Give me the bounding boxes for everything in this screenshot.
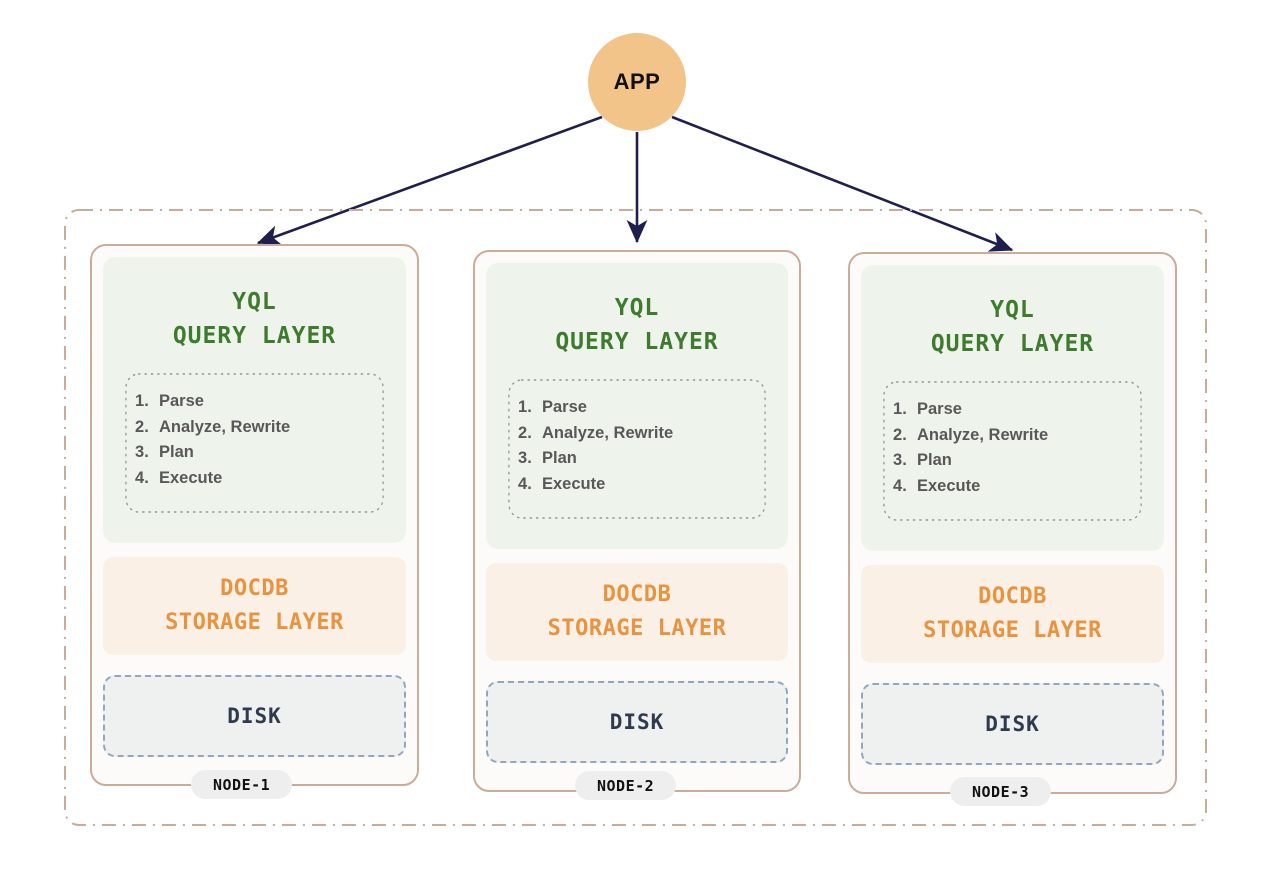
yql-title-line1-3: YQL bbox=[990, 297, 1035, 323]
node-card-2[interactable]: YQL QUERY LAYER Parse Analyze, Rewrite P… bbox=[473, 250, 801, 792]
yql-step-item: Plan bbox=[135, 440, 194, 465]
yql-steps-list-2: Parse Analyze, Rewrite Plan Execute bbox=[508, 379, 766, 497]
node-pill-3: NODE-3 bbox=[950, 777, 1052, 806]
yql-step-item: Execute bbox=[518, 472, 606, 497]
node-pill-1: NODE-1 bbox=[191, 770, 293, 799]
disk-label-1: DISK bbox=[227, 704, 282, 728]
docdb-title-line1-2: DOCDB bbox=[602, 582, 672, 607]
yql-title-line2-2: QUERY LAYER bbox=[555, 329, 719, 355]
yql-step-item: Execute bbox=[135, 466, 223, 491]
disk-panel-2[interactable]: DISK bbox=[486, 681, 788, 763]
docdb-title-line1-1: DOCDB bbox=[220, 576, 289, 601]
yql-title-line2-1: QUERY LAYER bbox=[172, 323, 337, 349]
node-card-1[interactable]: YQL QUERY LAYER Parse Analyze, Rewrite P… bbox=[90, 244, 419, 786]
docdb-title-3: DOCDB STORAGE LAYER bbox=[923, 580, 1102, 648]
docdb-title-line1-3: DOCDB bbox=[978, 584, 1047, 609]
node-2-contents: YQL QUERY LAYER Parse Analyze, Rewrite P… bbox=[486, 263, 788, 779]
yql-step-item: Parse bbox=[893, 397, 962, 422]
node-pill-2: NODE-2 bbox=[575, 771, 677, 800]
steps-box-border-1 bbox=[125, 373, 384, 513]
steps-box-border-3 bbox=[883, 381, 1142, 521]
docdb-title-1: DOCDB STORAGE LAYER bbox=[165, 572, 344, 640]
yql-step-item: Analyze, Rewrite bbox=[893, 423, 1049, 448]
docdb-title-line2-2: STORAGE LAYER bbox=[547, 616, 727, 641]
docdb-title-line2-1: STORAGE LAYER bbox=[165, 610, 344, 635]
node-card-3[interactable]: YQL QUERY LAYER Parse Analyze, Rewrite P… bbox=[848, 252, 1177, 794]
disk-label-3: DISK bbox=[985, 712, 1040, 736]
yql-step-item: Parse bbox=[518, 395, 587, 420]
disk-panel-1[interactable]: DISK bbox=[103, 675, 406, 757]
docdb-title-2: DOCDB STORAGE LAYER bbox=[548, 578, 727, 646]
docdb-storage-layer-panel-3[interactable]: DOCDB STORAGE LAYER bbox=[861, 565, 1164, 663]
yql-step-item: Plan bbox=[518, 446, 577, 471]
yql-step-item: Parse bbox=[135, 389, 204, 414]
yql-title-line1-1: YQL bbox=[232, 289, 277, 315]
cluster-boundary bbox=[64, 209, 1207, 826]
yql-query-layer-panel-3[interactable]: YQL QUERY LAYER Parse Analyze, Rewrite P… bbox=[861, 265, 1164, 551]
disk-label-2: DISK bbox=[609, 710, 665, 734]
yql-title-3: YQL QUERY LAYER bbox=[861, 293, 1164, 361]
app-node[interactable]: APP bbox=[588, 33, 686, 131]
node-3-contents: YQL QUERY LAYER Parse Analyze, Rewrite P… bbox=[861, 265, 1164, 781]
docdb-storage-layer-panel-1[interactable]: DOCDB STORAGE LAYER bbox=[103, 557, 406, 655]
yql-title-2: YQL QUERY LAYER bbox=[486, 291, 788, 359]
cluster-border-shape bbox=[64, 209, 1207, 826]
yql-step-item: Plan bbox=[893, 448, 952, 473]
yql-title-line1-2: YQL bbox=[614, 295, 660, 321]
yql-title-line2-3: QUERY LAYER bbox=[930, 331, 1095, 357]
yql-steps-list-3: Parse Analyze, Rewrite Plan Execute bbox=[883, 381, 1142, 499]
yql-steps-box-3: Parse Analyze, Rewrite Plan Execute bbox=[883, 381, 1142, 521]
yql-step-item: Execute bbox=[893, 474, 981, 499]
yql-title-1: YQL QUERY LAYER bbox=[103, 285, 406, 353]
yql-query-layer-panel-2[interactable]: YQL QUERY LAYER Parse Analyze, Rewrite P… bbox=[486, 263, 788, 549]
node-1-contents: YQL QUERY LAYER Parse Analyze, Rewrite P… bbox=[103, 257, 406, 773]
yql-step-item: Analyze, Rewrite bbox=[135, 415, 291, 440]
yql-step-item: Analyze, Rewrite bbox=[518, 421, 674, 446]
yql-steps-box-2: Parse Analyze, Rewrite Plan Execute bbox=[508, 379, 766, 519]
docdb-title-line2-3: STORAGE LAYER bbox=[923, 618, 1102, 643]
yql-steps-list-1: Parse Analyze, Rewrite Plan Execute bbox=[125, 373, 384, 491]
docdb-storage-layer-panel-2[interactable]: DOCDB STORAGE LAYER bbox=[486, 563, 788, 661]
app-label: APP bbox=[613, 69, 661, 94]
disk-panel-3[interactable]: DISK bbox=[861, 683, 1164, 765]
yql-query-layer-panel-1[interactable]: YQL QUERY LAYER Parse Analyze, Rewrite P… bbox=[103, 257, 406, 543]
yql-steps-box-1: Parse Analyze, Rewrite Plan Execute bbox=[125, 373, 384, 513]
